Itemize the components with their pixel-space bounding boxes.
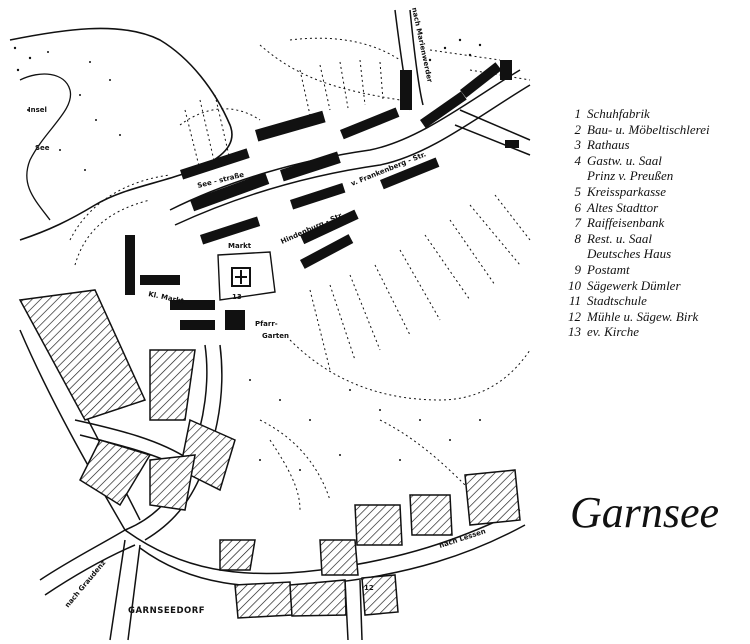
roads	[19, 9, 531, 641]
hatched-areas	[18, 289, 521, 619]
island-outline	[19, 73, 72, 221]
field-boundaries-southeast	[259, 194, 531, 511]
label-kirche-number: 13	[232, 293, 242, 301]
legend-item-continuation: Prinz v. Preußen	[587, 168, 674, 184]
legend-item-continuation: Deutsches Haus	[587, 246, 672, 262]
lake-shoreline	[9, 27, 233, 241]
orchard-dots	[249, 38, 482, 471]
label-see: See	[35, 144, 50, 152]
label-muehle-number: 12	[364, 584, 374, 592]
label-pfarr: Pfarr-	[255, 320, 278, 328]
lake-reed-marks	[13, 46, 121, 171]
markt-square	[217, 251, 276, 301]
map-title: Garnsee	[570, 488, 720, 537]
field-boundaries	[69, 37, 531, 266]
label-markt: Markt	[228, 242, 252, 250]
church-symbol	[231, 267, 251, 287]
label-garnseedorf: GARNSEEDORF	[128, 606, 205, 616]
label-garten: Garten	[262, 332, 289, 340]
buildings	[125, 60, 519, 330]
label-kl-markt: Kl. Markt	[148, 290, 186, 305]
label-insel: Insel	[28, 106, 47, 114]
label-nach-graudenz: nach Graudenz	[63, 559, 107, 609]
